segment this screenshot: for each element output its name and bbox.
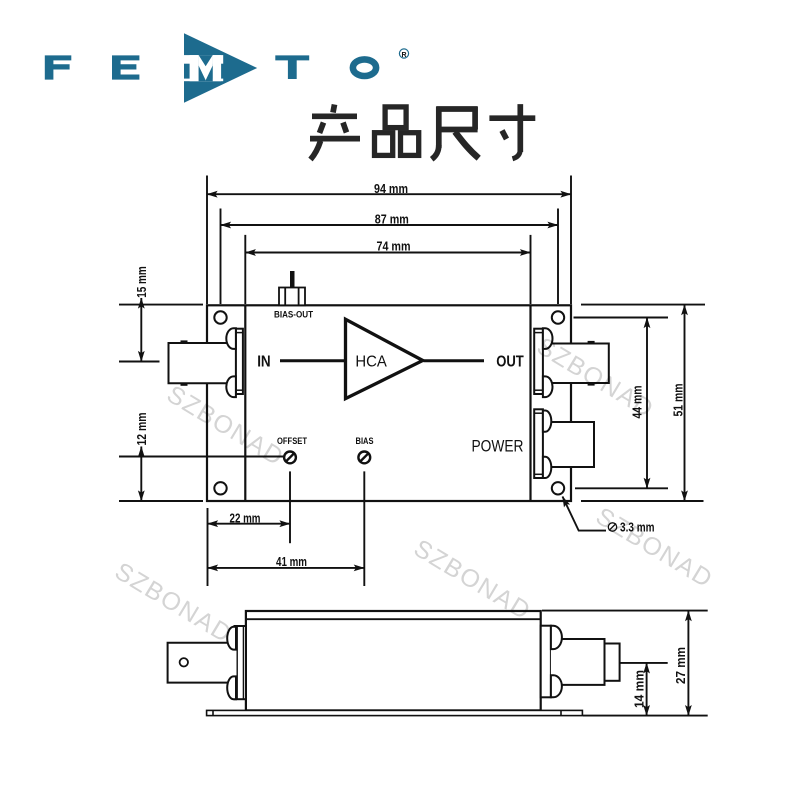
svg-text:POWER: POWER [472,437,524,456]
svg-text:OFFSET: OFFSET [277,436,307,447]
svg-text:87 mm: 87 mm [375,212,409,227]
svg-text:41 mm: 41 mm [276,554,307,569]
svg-text:3.3 mm: 3.3 mm [620,519,655,534]
svg-text:R: R [401,52,406,59]
svg-text:OUT: OUT [496,354,524,371]
svg-text:HCA: HCA [355,353,387,370]
svg-text:BIAS-OUT: BIAS-OUT [274,309,313,320]
svg-text:14 mm: 14 mm [631,670,646,708]
svg-text:51 mm: 51 mm [671,384,686,417]
svg-text:94 mm: 94 mm [374,181,408,196]
svg-text:27 mm: 27 mm [673,647,688,684]
svg-text:22 mm: 22 mm [230,510,261,525]
svg-text:BIAS: BIAS [356,436,374,447]
svg-text:SZBONAD: SZBONAD [591,502,718,594]
svg-text:SZBONAD: SZBONAD [110,557,237,649]
svg-text:12 mm: 12 mm [134,413,149,446]
svg-text:IN: IN [257,353,271,370]
svg-text:15 mm: 15 mm [134,266,149,298]
svg-text:74 mm: 74 mm [377,239,411,254]
svg-text:44 mm: 44 mm [630,386,645,419]
